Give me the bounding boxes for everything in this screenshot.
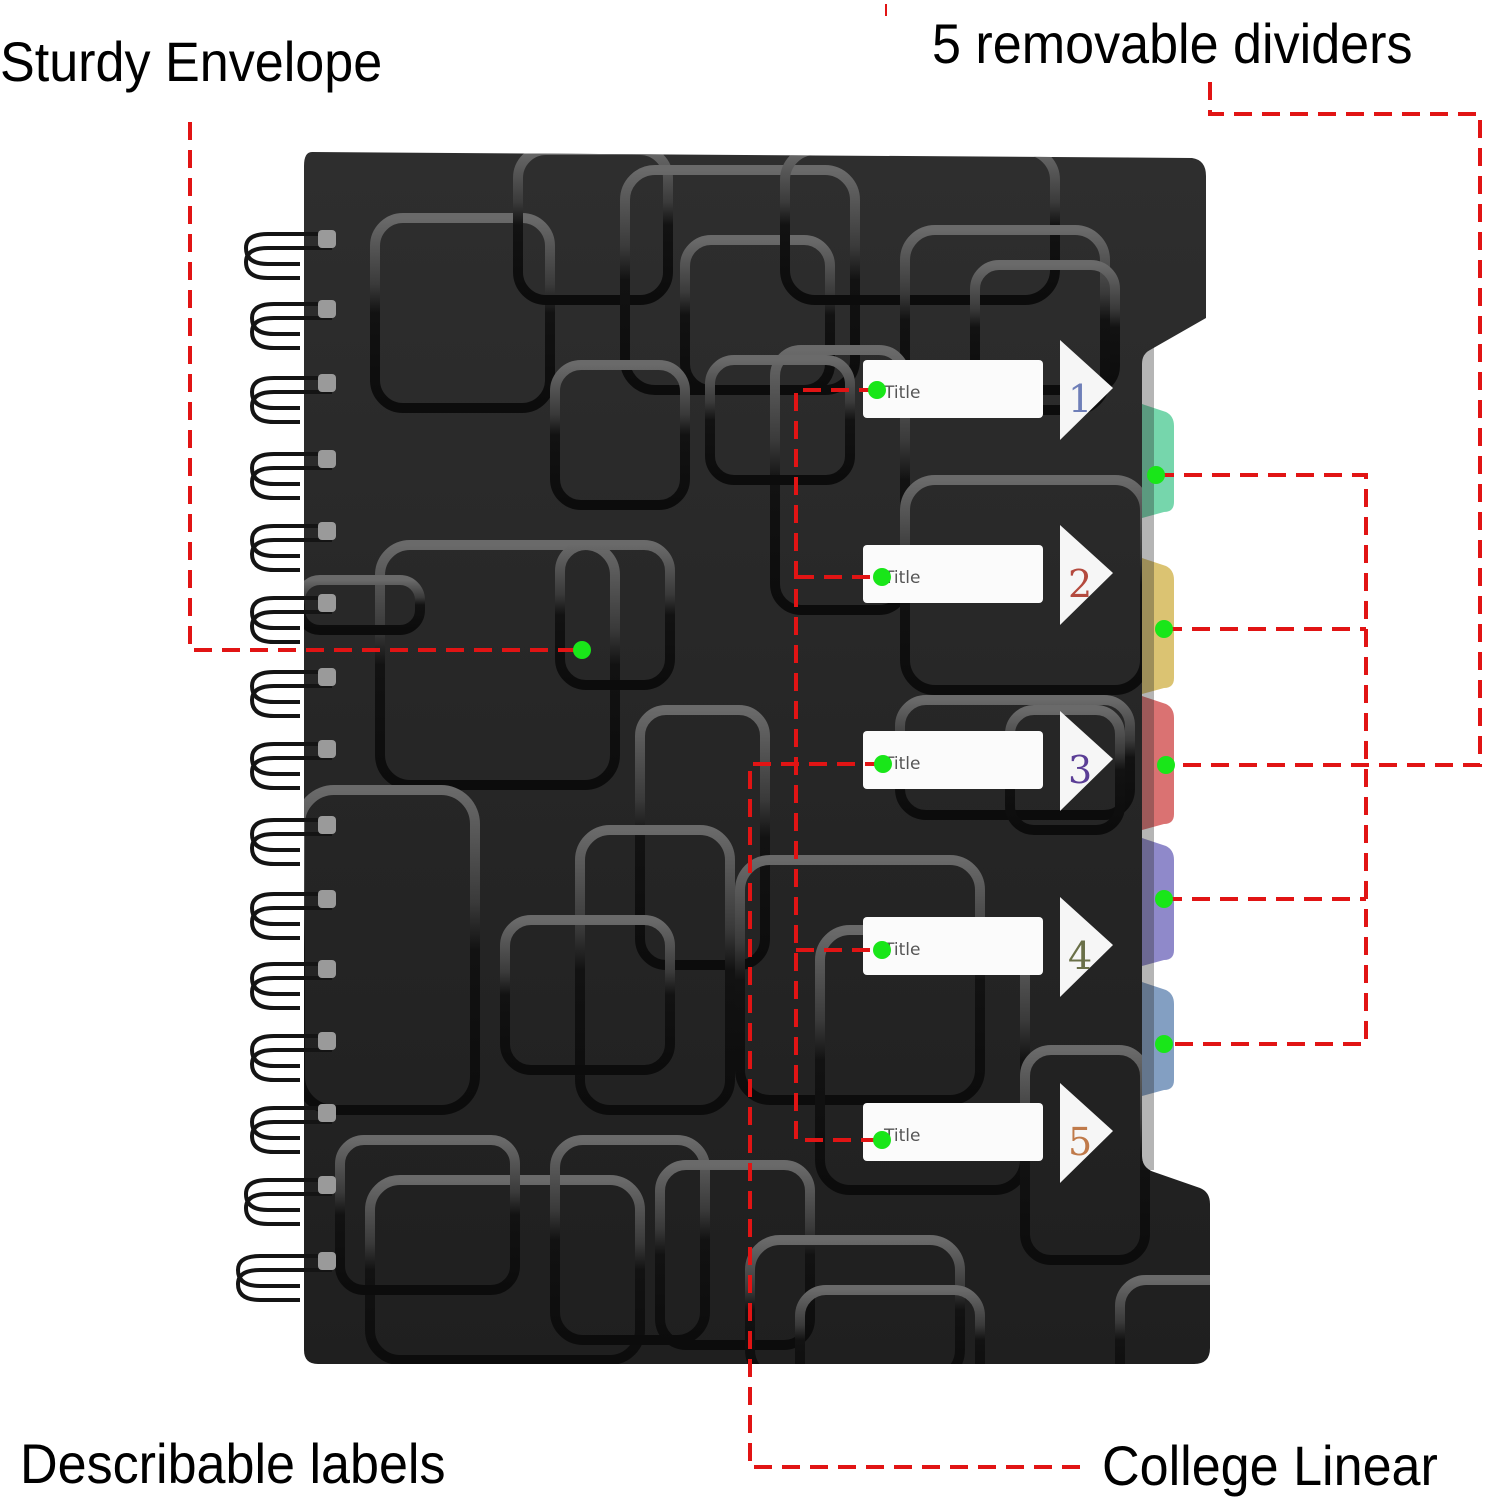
callout-removable-dividers: 5 removable dividers (932, 12, 1413, 75)
label-tab-3[interactable]: Title 3 (863, 711, 1113, 811)
marker-dot (1155, 620, 1173, 638)
spiral-ring (249, 300, 336, 350)
label-tab-title: Title (883, 383, 920, 403)
marker-dot (1155, 890, 1173, 908)
callout-college-linear: College Linear (1102, 1434, 1438, 1497)
spiral-ring (249, 374, 336, 424)
marker-dot (873, 568, 891, 586)
spiral-ring (249, 740, 336, 790)
arrow-tab-icon (1060, 711, 1113, 811)
spiral-ring (249, 668, 336, 718)
label-tab-body (863, 731, 1043, 789)
marker-dot (874, 755, 892, 773)
marker-dot (873, 1131, 891, 1149)
callout-describable-labels: Describable labels (20, 1432, 446, 1495)
label-tab-2[interactable]: Title 2 (863, 525, 1113, 625)
label-tab-number: 1 (1068, 377, 1092, 421)
callout-line-college (748, 762, 1085, 1469)
spiral-ring (243, 1176, 336, 1226)
label-tab-title: Title (883, 940, 920, 960)
marker-dot (873, 941, 891, 959)
label-tab-5[interactable]: Title 5 (863, 1083, 1113, 1183)
label-tab-body (863, 1103, 1043, 1161)
arrow-tab-icon (1060, 897, 1113, 997)
label-tab-title: Title (883, 754, 920, 774)
spiral-ring (249, 960, 336, 1010)
marker-dot (1147, 466, 1165, 484)
callout-line-envelope (188, 122, 582, 652)
label-tab-number: 4 (1068, 934, 1092, 978)
marker-dot (573, 641, 591, 659)
arrow-tab-icon (1060, 525, 1113, 625)
label-tab-number: 2 (1068, 562, 1092, 606)
marker-dots (573, 381, 1175, 1149)
spiral-ring (243, 230, 336, 280)
spiral-binding (235, 230, 336, 1302)
spiral-ring (249, 450, 336, 500)
label-tab-number: 3 (1068, 748, 1092, 792)
spiral-ring (249, 1032, 336, 1082)
divider-edge (1142, 340, 1154, 1170)
cover-pattern (304, 152, 1210, 1364)
spiral-ring (249, 816, 336, 866)
arrow-tab-icon (1060, 1083, 1113, 1183)
label-tab-title: Title (883, 568, 920, 588)
spiral-ring (235, 1252, 336, 1302)
divider-tab-1[interactable] (1142, 404, 1174, 518)
label-tab-number: 5 (1068, 1120, 1092, 1164)
marker-dot (1157, 756, 1175, 774)
label-tab-title: Title (883, 1126, 920, 1146)
spiral-ring (249, 890, 336, 940)
spiral-ring (249, 522, 336, 572)
callout-lines (188, 82, 1482, 1469)
spiral-ring (249, 594, 336, 644)
arrow-tab-icon (1060, 340, 1113, 440)
label-tab-4[interactable]: Title 4 (863, 897, 1113, 997)
marker-dot (868, 381, 886, 399)
marker-dot (1155, 1035, 1173, 1053)
label-tab-body (863, 545, 1043, 603)
callout-line-dividers-branch (1156, 473, 1368, 1046)
label-tab-body (863, 360, 1043, 418)
spiral-ring (249, 1104, 336, 1154)
callout-sturdy-envelope: Sturdy Envelope (0, 30, 383, 93)
callout-line-dividers (1166, 82, 1482, 767)
label-tab-body (863, 917, 1043, 975)
label-tab-1[interactable]: Title 1 (863, 340, 1113, 440)
